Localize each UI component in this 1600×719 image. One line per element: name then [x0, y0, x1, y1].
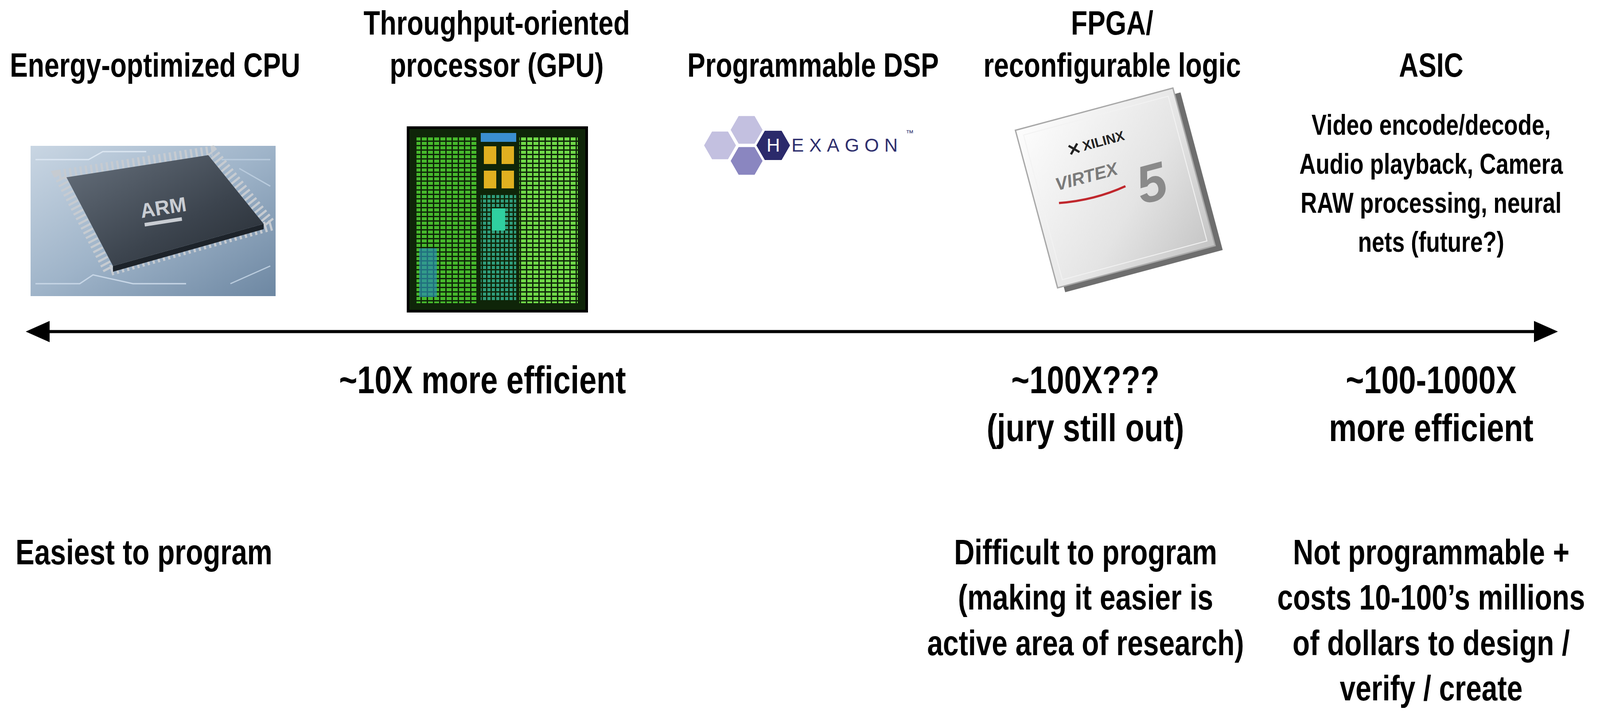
column-heading: FPGA/ reconfigurable logic — [977, 1, 1247, 86]
column-heading: Programmable DSP — [678, 43, 948, 86]
logo-hexagon — [730, 116, 763, 144]
column-heading: Throughput-oriented processor (GPU) — [355, 1, 639, 86]
efficiency-note: ~100-1000X more efficient — [1322, 355, 1541, 452]
arrowhead — [1533, 320, 1558, 343]
die-block — [501, 146, 514, 164]
photo-ground — [30, 145, 276, 296]
die-block — [480, 194, 517, 302]
fpga-chip — [1015, 86, 1223, 294]
efficiency-note: ~10X more efficient — [326, 355, 639, 404]
chip-body — [1015, 88, 1216, 289]
arrowhead — [25, 320, 50, 343]
programmability-note: Easiest to program — [15, 529, 300, 575]
axis-arrow — [25, 320, 1558, 343]
die-block — [483, 146, 497, 164]
chip-bevel — [1023, 96, 1207, 280]
circuit-trace — [35, 151, 147, 160]
die-block — [419, 248, 437, 297]
die-block — [501, 170, 514, 189]
column-heading: ASIC — [1377, 43, 1485, 86]
die-block — [480, 132, 517, 142]
arm-chip-photo — [30, 145, 276, 296]
xilinx-mark — [1068, 143, 1080, 155]
programmability-note: Difficult to program (making it easier i… — [921, 529, 1250, 666]
logo-hexagon — [730, 147, 763, 175]
die-block — [483, 170, 497, 189]
die-block — [519, 136, 578, 304]
circuit-trace — [35, 274, 187, 284]
logo-hexagon — [704, 131, 736, 160]
die-block — [491, 208, 506, 231]
die-ground — [408, 127, 587, 312]
chip-body — [66, 155, 264, 266]
programmability-note: Not programmable + costs 10-100’s millio… — [1268, 529, 1595, 712]
gpu-die-shot — [408, 127, 587, 312]
trademark-mark: ™ — [905, 128, 914, 137]
column-heading: Energy-optimized CPU — [7, 43, 304, 86]
mark-stroke — [1068, 143, 1080, 155]
mark-stroke — [1068, 143, 1080, 155]
example-list: Video encode/decode, Audio playback, Cam… — [1290, 105, 1573, 262]
die-block — [416, 136, 477, 304]
logo-text: HEXAGON — [766, 136, 904, 155]
axis-line — [44, 330, 1540, 334]
efficiency-note: ~100X??? (jury still out) — [985, 355, 1186, 452]
